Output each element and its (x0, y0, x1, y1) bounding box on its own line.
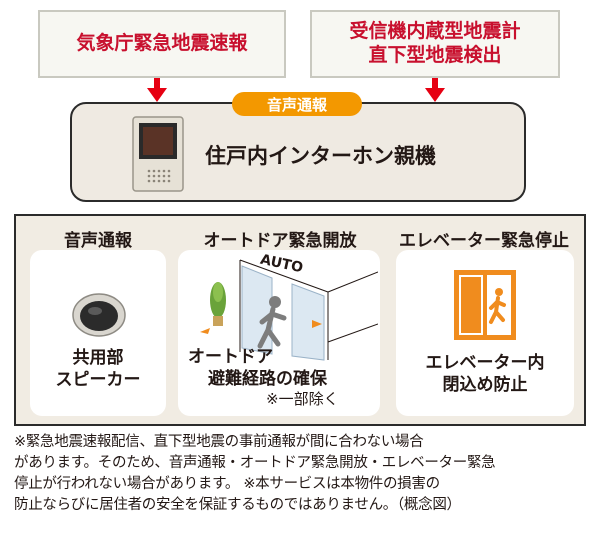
speaker-caption: 共用部 スピーカー (30, 347, 166, 391)
elevator-caption-line2: 閉込め防止 (442, 375, 528, 396)
elevator-caption-line1: エレベーター内 (425, 353, 545, 373)
intercom-device-icon (132, 116, 184, 192)
source-label-direct-quake: 直下型地震検出 (368, 44, 502, 66)
autodoor-caption-line2: 避難経路の確保 (208, 369, 327, 390)
autodoor-caption-note: ※一部除く (266, 390, 339, 409)
elevator-exit-icon (454, 270, 516, 340)
card-autodoor (178, 250, 380, 416)
footnote-line-3: 停止が行われない場合があります。 ※本サービスは本物件の損害の (14, 476, 440, 493)
intercom-label: 住戸内インターホン親機 (205, 144, 436, 168)
source-label-jma: 気象庁緊急地震速報 (76, 32, 248, 55)
speaker-caption-line2: スピーカー (55, 370, 141, 391)
footnote-line-1: ※緊急地震速報配信、直下型地震の事前通報が間に合わない場合 (14, 434, 424, 450)
column-title-elevator: エレベーター緊急停止 (399, 231, 569, 251)
arrow-left-stem (154, 78, 160, 90)
footnote-line-2: があります。そのため、音声通報・オートドア緊急開放・エレベーター緊急 (14, 455, 496, 472)
voice-alert-badge-label: 音声通報 (266, 95, 327, 114)
elevator-caption: エレベーター内 閉込め防止 (396, 352, 574, 396)
speaker-caption-line1: 共用部 (72, 348, 124, 368)
footnote-line-4: 防止ならびに居住者の安全を保証するものではありません。（概念図） (14, 497, 461, 514)
speaker-icon (72, 292, 126, 338)
arrow-right-stem (432, 78, 438, 90)
arrow-right-icon (425, 88, 445, 102)
source-box-seismometer: 受信機内蔵型地震計 直下型地震検出 (310, 10, 560, 78)
autodoor-illustration (180, 252, 379, 362)
arrow-left-icon (147, 88, 167, 102)
source-label-seismometer: 受信機内蔵型地震計 (349, 20, 521, 43)
column-title-voice: 音声通報 (64, 231, 132, 251)
voice-alert-badge: 音声通報 (232, 92, 362, 116)
footnote: ※緊急地震速報配信、直下型地震の事前通報が間に合わない場合 があります。そのため… (14, 432, 590, 516)
autodoor-caption-line1: オートドア (188, 347, 273, 367)
column-title-autodoor: オートドア緊急開放 (203, 231, 357, 251)
source-box-jma: 気象庁緊急地震速報 (38, 10, 286, 78)
autodoor-caption: オートドア 避難経路の確保 ※一部除く (180, 346, 380, 410)
